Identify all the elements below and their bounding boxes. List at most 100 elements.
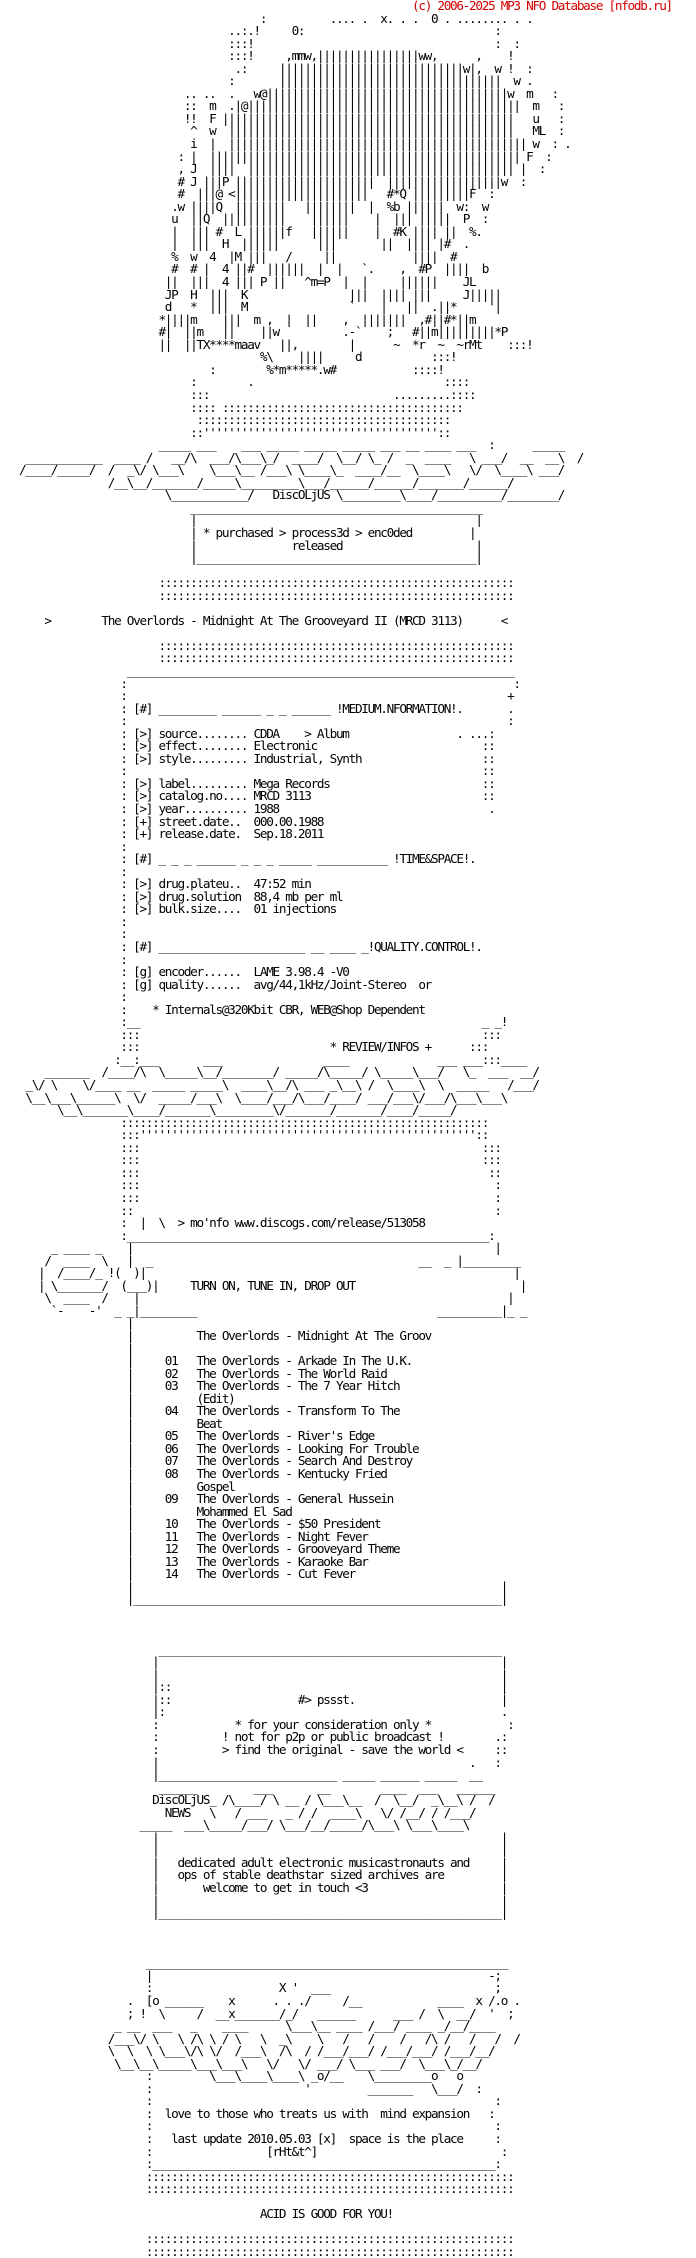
nfo-line: | ||| # L ||||||f |||||| | #K |||| || %. [0, 223, 483, 239]
nfo-line: : : [0, 713, 514, 729]
nfo-line: #| ||m || ||w .-` ; #||m|||||||||*P [0, 324, 508, 340]
nfo-line: || ||| 4 ||| P || ^m=P | | |||||| JL [0, 274, 477, 290]
nfo-line: /___\/ \ \ /\ \ / \ \ _\ \ / / / /\ / / … [0, 2030, 521, 2046]
nfo-line: : | \ > mo'nfo www.discogs.com/release/5… [0, 1215, 426, 1231]
nfo-line: DiscOLjUS_ /\____/ \ __ / \___\__ / \__/… [0, 1792, 496, 1808]
nfo-line: | The Overlords - Midnight At The Groov [0, 1327, 433, 1343]
nfo-line: | 04 The Overlords - Transform To The [0, 1403, 401, 1419]
nfo-line: : [#] _ _ _ ______ _ _ _ _____ _________… [0, 851, 476, 867]
nfo-line: | | [0, 1654, 508, 1670]
nfo-line: > The Overlords - Midnight At The Groove… [0, 612, 508, 628]
nfo-line: :__ _ _! [0, 1014, 508, 1030]
nfo-line: : ||||||||||||||||||||||||||||||||||| w … [0, 73, 534, 89]
nfodb-copyright-header: (c) 2006-2025 MP3 NFO Database [nfodb.ru… [412, 0, 673, 13]
nfo-line: : X ' ___ ; [0, 1980, 502, 1996]
nfo-line: : [>] bulk.size.... 01 injections [0, 901, 337, 917]
nfo-line: : [+] release.date. Sep.18.2011 [0, 826, 324, 842]
nfo-line: NEWS \ / ___ _ / / ____\ \/ /__/ / /___/ [0, 1804, 477, 1820]
nfo-line: . [o ______ x . . ./ /__ ____ x /.o . [0, 1992, 521, 2008]
nfo-line: || ||TX****maav ||, | ~ *r ~ ~rMt :::! [0, 336, 533, 352]
nfo-line: | 05 The Overlords - River's Edge [0, 1428, 376, 1444]
nfo-line: | | [0, 1892, 508, 1908]
nfo-line: | 03 The Overlords - The 7 Year Hitch [0, 1378, 401, 1394]
nfo-line: | [0, 1315, 135, 1331]
nfo-line: # |||@ <||||||||||||||||||||| #*Q ||||||… [0, 186, 495, 202]
nfo-line: |_______________________________________… [0, 550, 483, 566]
nfo-line: ______ ___ __ ____ ___ ______ [0, 1779, 495, 1795]
nfo-line: ::::::::::::::::::::::::::::::::::::::::… [0, 587, 514, 603]
nfo-line: : \___\____\____\ _o/__ \_________o o [0, 2068, 464, 2084]
nfo-line: : [>] label......... Mega Records :: [0, 775, 495, 791]
nfo-line: ::::::::::::::::::::::::::::::::::::::::… [0, 637, 514, 653]
nfo-line: :_______________________________________… [0, 1227, 495, 1243]
nfo-line: | | [0, 1829, 508, 1845]
nfo-line: :: : [0, 1202, 502, 1218]
nfo-line: | -; [0, 1967, 502, 1983]
nfo-line: ::: * REVIEW/INFOS + ::: [0, 1039, 489, 1055]
nfo-line: JP H ||| K ||| |||| ||| J||||| [0, 286, 502, 302]
nfo-line: ::::::::::::::::::::::::::::::::::::::::… [0, 650, 514, 666]
nfo-line: : [>] catalog.no.... MRCD 3113 :: [0, 788, 495, 804]
nfo-line: ::: :: [0, 1164, 502, 1180]
nfo-line: | 12 The Overlords - Grooveyard Theme [0, 1541, 401, 1557]
nfo-line: / ____ \ | _ __ _ |_________ [0, 1252, 521, 1268]
nfo-line: !! F |||||||||||||||||||||||||||||||||||… [0, 110, 566, 126]
nfo-line: ::::::::::::::::::::::::::::::::::::::::… [0, 2181, 515, 2197]
nfo-line: | welcome to get in touch <3 | [0, 1880, 508, 1896]
nfo-line: : [>] year.......... 1988 . [0, 801, 495, 816]
nfo-line: |:: #> pssst. | [0, 1691, 508, 1707]
nfo-line: *||||m ||| m , | || , ||||||| ,#||#*||m [0, 311, 476, 327]
nfo-line: ________________________________________… [0, 1641, 502, 1657]
nfo-line: : [0, 838, 128, 854]
nfo-line: \ \ \ \___\/\ \/ /___\ /\ / /___/___/ /_… [0, 2043, 496, 2059]
nfo-line: ::: : [0, 1189, 502, 1205]
nfo-line: | Mohammed El Sad [0, 1503, 293, 1519]
nfo-line: # J |||P |||||||||||||||||||||| ||||||||… [0, 173, 527, 189]
nfo-line: : ' _______ \___/ : [0, 2080, 483, 2096]
nfo-line: ________________________________________… [0, 1955, 509, 1971]
nfo-line: ::::::::::::::::::::::::::::::::::::::::… [0, 575, 514, 591]
nfo-line: | * purchased > process3d > enc0ded | [0, 524, 477, 540]
nfo-line: % w 4 |M ||| / || |||| # [0, 248, 458, 264]
nfo-line: | 11 The Overlords - Night Fever [0, 1528, 369, 1544]
nfo-line: : [g] quality...... avg/44,1kHz/Joint-St… [0, 976, 432, 992]
nfo-line: `- -' _ _|_________ __________|_ _ [0, 1302, 528, 1318]
nfo-line: |: . [0, 1704, 508, 1720]
nfo-line: : .... . x. . . 0 . ........ . . [0, 10, 534, 26]
nfo-line: : %*m*****.w# ::::! [0, 361, 445, 377]
nfo-line: : [0, 913, 128, 929]
nfo-line: | 14 The Overlords - Cut Fever [0, 1566, 357, 1582]
nfo-line: %\ |||| d :::! [0, 349, 458, 365]
nfo-line: : [>] effect........ Electronic :: [0, 738, 495, 754]
nfo-line: : :: [0, 763, 495, 779]
nfo-line: |____________________________ _____ ____… [0, 1767, 483, 1783]
nfo-line: : [>] style......... Industrial, Synth :… [0, 750, 495, 766]
nfo-line: :: m .|@||||||||||||||||||||||||||||||||… [0, 98, 566, 114]
nfo-line: :::! ,mmw,||||||||||||||||ww, , ! [0, 48, 515, 64]
nfo-line: ________________________________________… [0, 499, 483, 515]
nfo-line: \__\_______\____/_______\_________\/____… [0, 1102, 458, 1118]
nfo-line: _____ ___\_____/___/ \___/__/_____/\___\… [0, 1817, 470, 1833]
nfo-line: ::: ::: [0, 1152, 502, 1168]
nfo-line: | ops of stable deathstar sized archives… [0, 1867, 508, 1883]
nfo-line: | | [0, 1666, 508, 1682]
nfo-line: | 07 The Overlords - Search And Destroy [0, 1453, 414, 1469]
nfo-line: ; ! \ / __x_______/_/ ______ ___ / \ __/… [0, 2005, 515, 2021]
nfo-line: | released | [0, 537, 483, 553]
nfo-line: |_______________________________________… [0, 1905, 508, 1921]
nfo-line: | . : [0, 1754, 502, 1770]
nfo-line: ____________ ____ / __/\ ___/\___\_/ ___… [0, 449, 584, 465]
nfo-line: : [0, 863, 128, 879]
nfo-line: : [+] street.date.. 000.00.1988 [0, 813, 324, 829]
nfo-line: :::! : : [0, 35, 521, 51]
nfo-line: | (Edit) [0, 1390, 236, 1406]
nfo-line: i | ||||||||||||||||||||||||||||||||||||… [0, 136, 572, 152]
nfo-line: | Gospel [0, 1478, 236, 1494]
nfo-line: | 08 The Overlords - Kentucky Fried [0, 1465, 388, 1481]
nfo-line: .w ||||Q |||||||| |||||||| | %b |||||| w… [0, 198, 489, 214]
nfo-line: ::: .........:::: [0, 386, 477, 402]
nfo-line: : : [0, 675, 521, 691]
nfo-line: _ __ ___ _ ____ \___\__ ____ /___/ ____ … [0, 2018, 496, 2034]
nfo-line: /____/_____/ / _\/ \___\ \___\__ /___\ \… [0, 462, 565, 478]
